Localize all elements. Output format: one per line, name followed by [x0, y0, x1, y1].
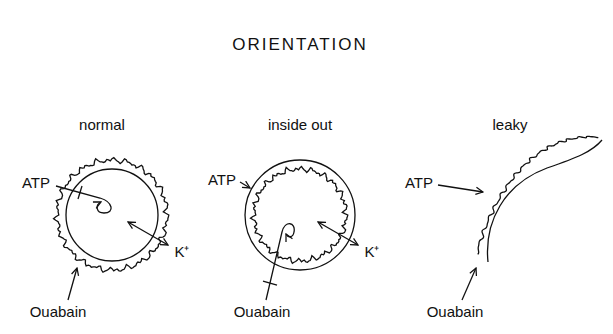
molecule-label: ATP: [405, 175, 433, 192]
membrane-sheet: [487, 140, 602, 262]
rough-inner-membrane: [250, 167, 347, 264]
block-tick: [263, 281, 277, 285]
smooth-inner-membrane: [66, 169, 158, 261]
smooth-outer-membrane: [245, 160, 355, 270]
atp-arrow: [56, 186, 111, 213]
figure-title: ORIENTATION: [232, 36, 368, 55]
molecule-label: ATP: [22, 175, 50, 192]
ouabain-arrow: [68, 268, 77, 300]
potassium-arrow: [318, 222, 358, 245]
molecule-label: Ouabain: [30, 304, 87, 321]
molecule-label: Ouabain: [427, 304, 484, 321]
ion-label: K⁺: [364, 244, 379, 261]
rough-membrane-sheet: [478, 136, 599, 254]
rough-outer-membrane: [53, 158, 168, 273]
ouabain-arrow: [266, 224, 294, 300]
molecule-label: ATP: [208, 172, 236, 189]
panel-heading: normal: [79, 117, 125, 134]
ouabain-arrow: [462, 268, 476, 300]
panel-heading: inside out: [268, 117, 332, 134]
potassium-arrow: [128, 222, 168, 245]
molecule-label: Ouabain: [234, 304, 291, 321]
panel-heading: leaky: [492, 117, 527, 134]
block-tick: [78, 186, 82, 199]
ion-label: K⁺: [174, 244, 189, 261]
atp-arrow: [240, 182, 250, 188]
atp-arrow: [438, 185, 483, 192]
